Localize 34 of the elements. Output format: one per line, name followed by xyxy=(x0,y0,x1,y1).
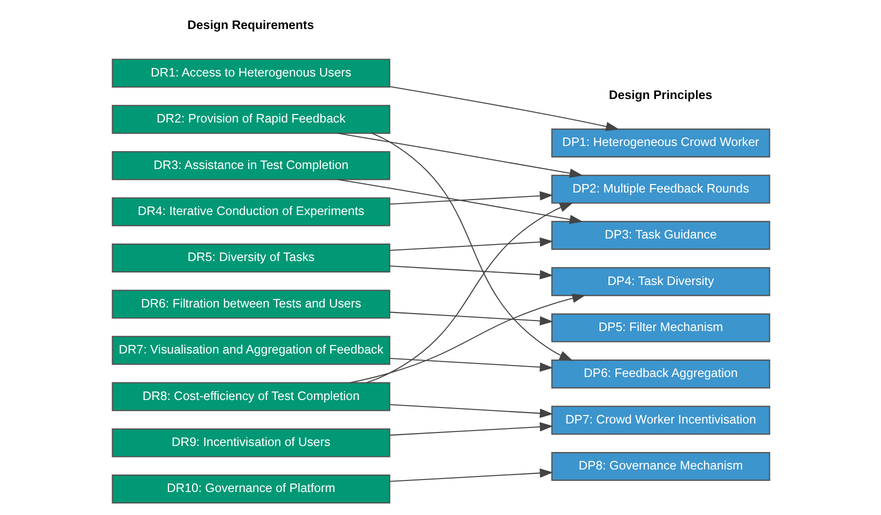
node-box: DP2: Multiple Feedback Rounds xyxy=(550,174,770,204)
label: Design Principles xyxy=(608,87,712,102)
arrow xyxy=(389,357,553,372)
arrow xyxy=(389,404,553,418)
node-box: DR8: Cost-efficiency of Test Completion xyxy=(111,382,390,411)
arrow xyxy=(349,293,586,383)
node-box: DR10: Governance of Platform xyxy=(111,474,390,503)
arrow xyxy=(389,86,619,131)
node-box: DR5: Diversity of Tasks xyxy=(111,243,390,272)
arrow xyxy=(371,132,572,360)
arrow xyxy=(389,236,553,250)
label: Design Requirements xyxy=(186,18,314,32)
arrow xyxy=(337,132,582,178)
arrow xyxy=(389,311,553,326)
node-box: DP1: Heterogeneous Crowd Worker xyxy=(550,128,770,157)
node-box: DP5: Filter Mechanism xyxy=(550,312,770,342)
arrow xyxy=(366,202,573,383)
node-box: DR3: Assistance in Test Completion xyxy=(111,150,390,180)
node-box: DR1: Access to Heterogenous Users xyxy=(111,58,390,88)
node-box: DP8: Governance Mechanism xyxy=(550,451,770,480)
arrow xyxy=(389,468,553,482)
node-box: DR4: Iterative Conduction of Experiments xyxy=(111,196,390,226)
node-box: DR2: Provision of Rapid Feedback xyxy=(111,104,390,134)
node-box: DP7: Crowd Worker Incentivisation xyxy=(550,405,770,434)
node-box: DP4: Task Diversity xyxy=(550,266,770,296)
arrow xyxy=(337,178,582,224)
arrow xyxy=(389,264,553,279)
node-box: DP6: Feedback Aggregation xyxy=(550,359,770,388)
arrow xyxy=(389,422,553,436)
node-box: DR6: Filtration between Tests and Users xyxy=(111,289,390,318)
arrow xyxy=(389,190,553,204)
node-box: DP3: Task Guidance xyxy=(550,220,770,250)
node-box: DR9: Incentivisation of Users xyxy=(111,428,390,457)
node-box: DR7: Visualisation and Aggregation of Feedback xyxy=(111,335,390,364)
